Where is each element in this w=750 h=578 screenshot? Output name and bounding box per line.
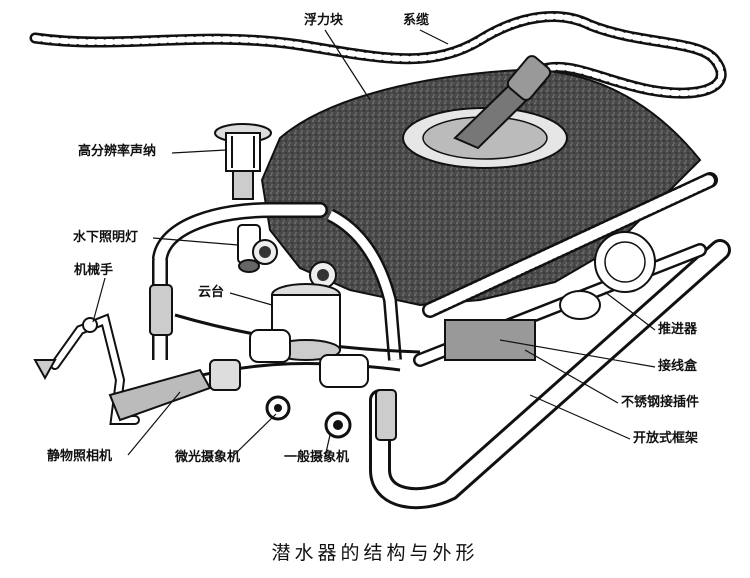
camera-icon — [209, 329, 369, 439]
cable-icon — [29, 11, 727, 99]
label-manipulator: 机械手 — [74, 263, 114, 278]
thruster-icon — [149, 231, 656, 441]
label-junction-box: 接线盒 — [658, 359, 698, 374]
light-icon — [237, 224, 337, 289]
label-connector: 不锈钢接插件 — [621, 395, 700, 410]
label-float-block: 浮力块 — [304, 13, 344, 28]
label-lowlight-camera: 微光摄象机 — [175, 450, 241, 465]
label-frame: 开放式框架 — [633, 431, 699, 446]
label-light: 水下照明灯 — [73, 230, 139, 245]
sonar-icon — [214, 123, 272, 200]
label-sonar: 高分辨率声纳 — [78, 144, 157, 159]
label-still-camera: 静物照相机 — [47, 449, 113, 464]
leader-lines — [92, 29, 656, 458]
label-camera: 一般摄象机 — [284, 450, 350, 465]
figure-caption: 潜水器的结构与外形 — [271, 542, 479, 564]
label-cable: 系缆 — [403, 13, 430, 28]
label-thruster: 推进器 — [658, 322, 698, 337]
label-pan-tilt: 云台 — [198, 285, 225, 300]
manipulator-icon — [33, 313, 212, 425]
top-rail — [422, 172, 718, 318]
